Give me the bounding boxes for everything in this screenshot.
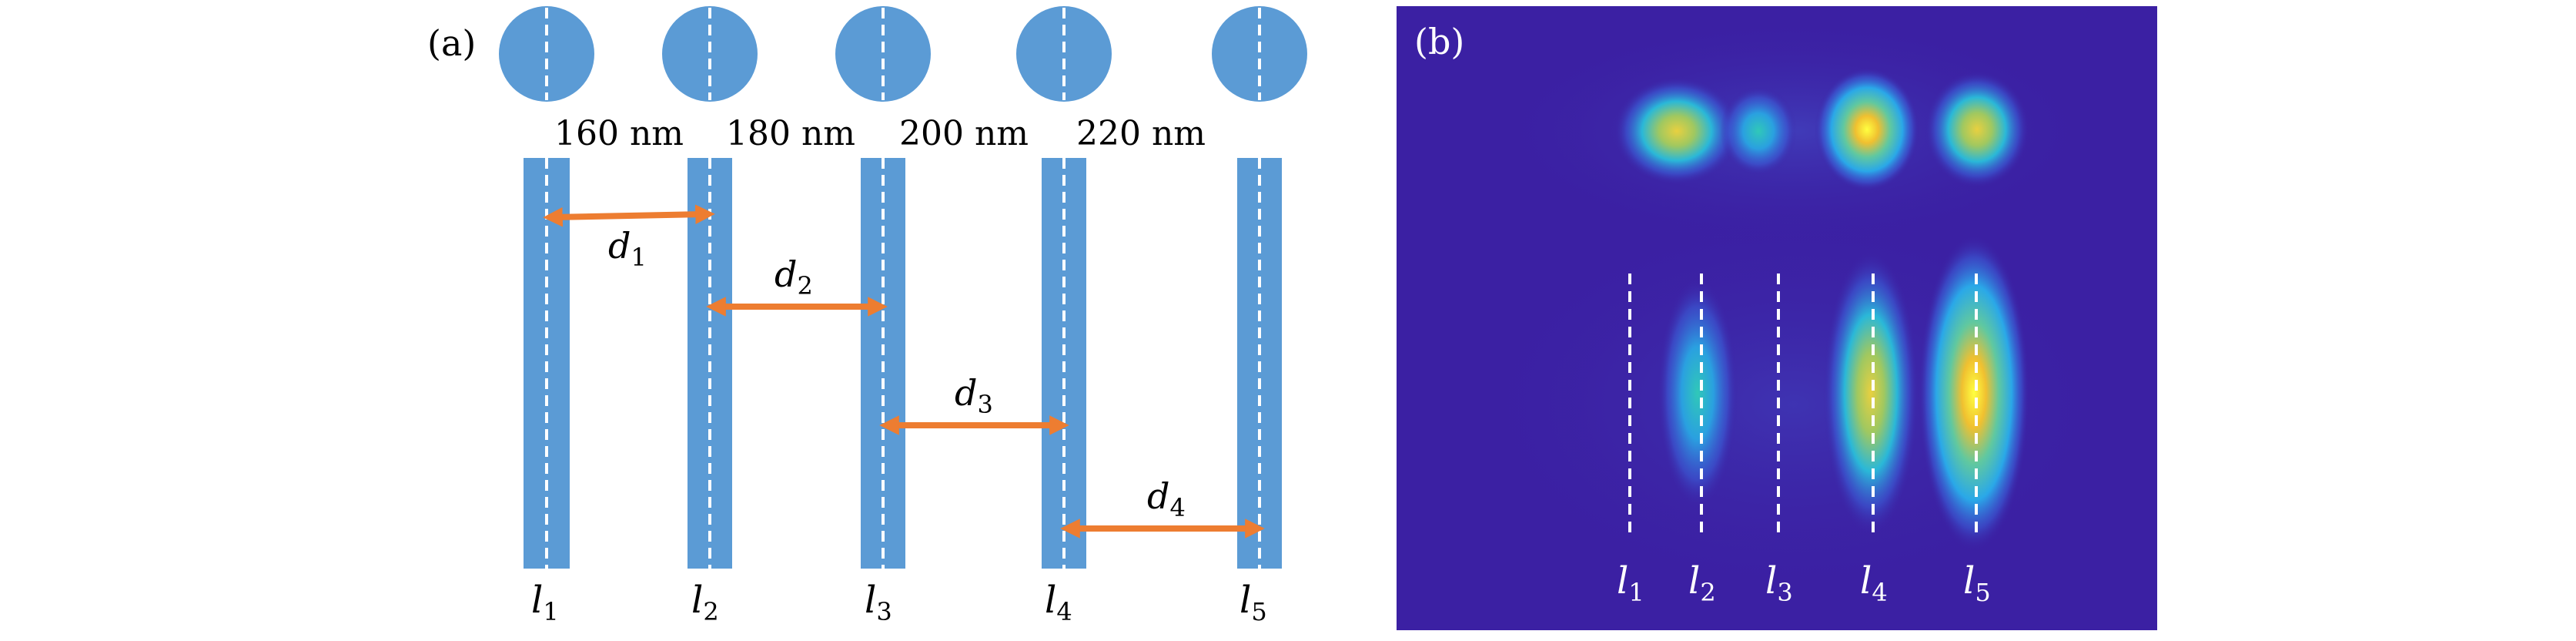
field-line-label-5: l5	[1963, 559, 1991, 607]
top-hotspots	[1614, 68, 2029, 191]
gap-label-2: d2	[774, 253, 813, 300]
top-hotspot-3	[1815, 68, 1919, 191]
gap-label-1: d1	[608, 225, 647, 272]
line-label-4: l4	[1045, 579, 1072, 626]
gap-arrows	[543, 204, 1265, 539]
field-line-label-2: l2	[1688, 559, 1716, 607]
field-line-label-1: l1	[1617, 559, 1644, 607]
line-label-2: l2	[691, 579, 719, 626]
field-line-label-4: l4	[1860, 559, 1888, 607]
distance-label-3: 200 nm	[899, 114, 1029, 153]
distance-label-2: 180 nm	[726, 114, 855, 153]
panel-a: (a) 160 nm	[427, 6, 1307, 626]
top-hotspot-2	[1720, 86, 1797, 176]
line-label-3: l3	[865, 579, 892, 626]
rod-2	[687, 158, 732, 569]
line-label-1: l1	[531, 579, 559, 626]
gap-label-3: d3	[955, 372, 993, 419]
bottom-hotspot-2	[1658, 277, 1738, 508]
circle-3	[835, 6, 931, 102]
top-hotspot-4	[1925, 71, 2029, 188]
top-hotspot-1	[1614, 77, 1740, 185]
gap-label-4: d4	[1147, 475, 1186, 522]
field-line-label-3: l3	[1765, 559, 1793, 607]
circle-2	[662, 6, 758, 102]
gap-arrow-1	[543, 204, 715, 227]
distance-label-4: 220 nm	[1076, 114, 1206, 153]
panel-a-label: (a)	[427, 22, 476, 64]
guide-lines	[1628, 274, 1978, 539]
bottom-hotspots	[1658, 235, 2029, 551]
panel-b: (b) l1 l2 l3 l4 l5	[1397, 6, 2157, 630]
rod-4	[1042, 158, 1086, 569]
bottom-hotspot-5	[1919, 235, 2029, 551]
circle-4	[1016, 6, 1112, 102]
circle-1	[499, 6, 594, 102]
circle-row	[499, 6, 1307, 102]
rod-5	[1237, 158, 1282, 569]
panel-b-label: (b)	[1414, 21, 1464, 62]
circle-5	[1212, 6, 1307, 102]
bottom-hotspot-4	[1823, 250, 1919, 535]
rod-3	[861, 158, 905, 569]
line-label-5: l5	[1239, 579, 1267, 626]
distance-label-1: 160 nm	[554, 114, 684, 153]
rods	[524, 158, 1282, 569]
